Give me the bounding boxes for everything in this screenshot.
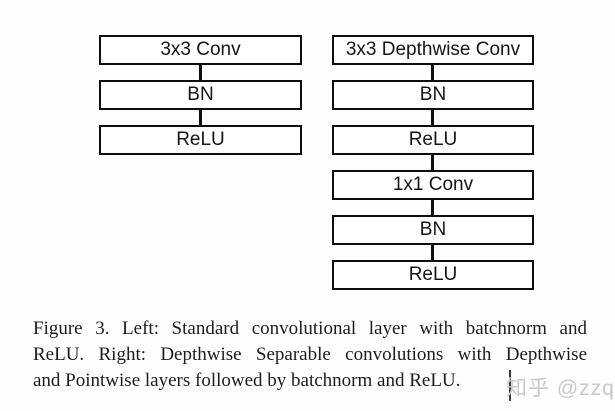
left-box-relu: ReLU: [99, 125, 302, 155]
watermark-zhihu: 知乎 @zzq: [506, 377, 615, 400]
left-box-bn: BN: [99, 80, 302, 110]
connector-line: [431, 155, 434, 170]
right-box-bn-1: BN: [332, 80, 534, 110]
figure-caption: Figure 3. Left: Standard convolutional l…: [33, 316, 587, 394]
left-box-3x3-conv: 3x3 Conv: [99, 35, 302, 65]
right-box-relu-1: ReLU: [332, 125, 534, 155]
connector-line: [431, 200, 434, 215]
connector-line: [431, 110, 434, 125]
right-box-bn-2: BN: [332, 215, 534, 245]
text-cursor: [509, 370, 511, 401]
connector-line: [199, 65, 202, 80]
right-box-relu-2: ReLU: [332, 260, 534, 290]
connector-line: [431, 65, 434, 80]
connector-line: [431, 245, 434, 260]
caption-line-3: and Pointwise layers followed by batchno…: [33, 370, 461, 391]
right-box-3x3-depthwise-conv: 3x3 Depthwise Conv: [332, 35, 534, 65]
right-box-1x1-conv: 1x1 Conv: [332, 170, 534, 200]
connector-line: [199, 110, 202, 125]
caption-line-2: ReLU. Right: Depthwise Separable convolu…: [33, 344, 587, 365]
caption-line-1: Figure 3. Left: Standard convolutional l…: [33, 318, 587, 339]
